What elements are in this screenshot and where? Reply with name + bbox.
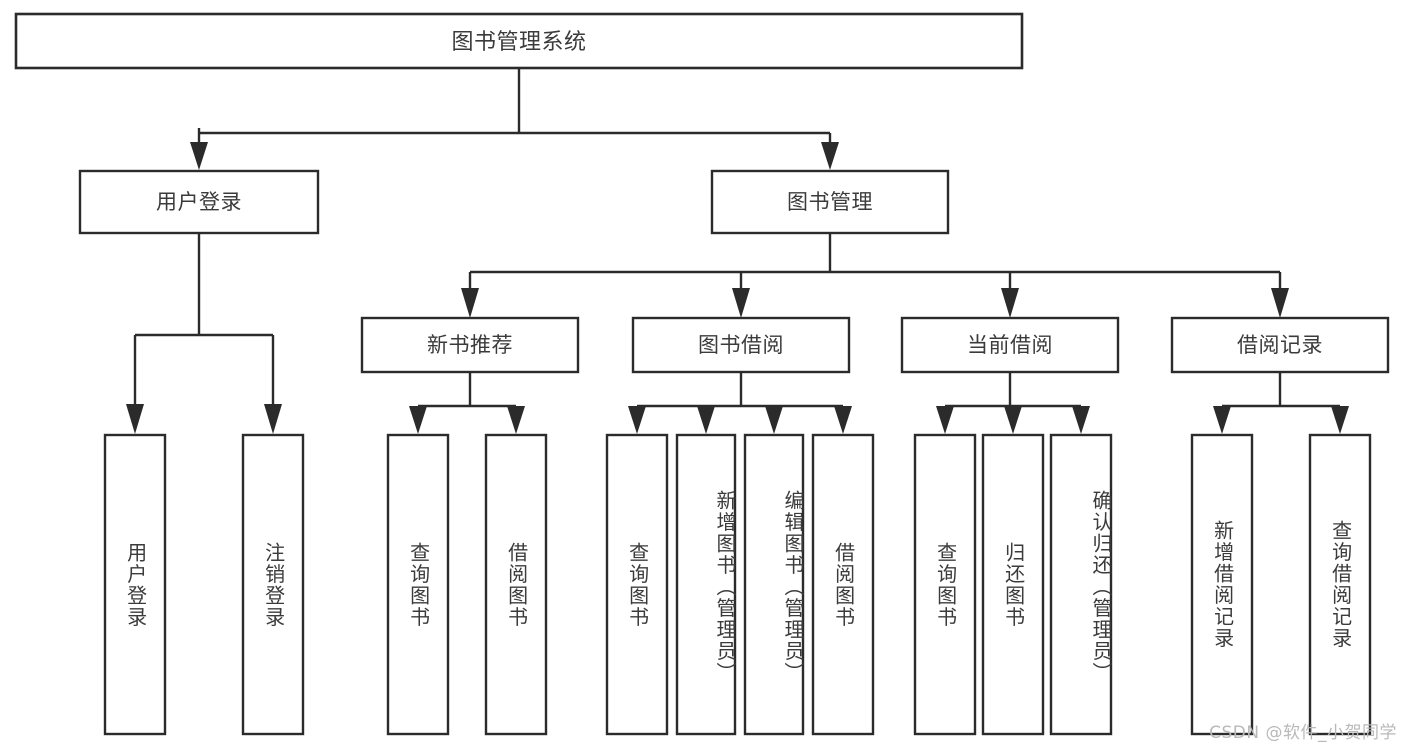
connector-layer [126,68,1349,434]
arrowhead-leaf-query-book-3 [936,406,954,434]
leaf-box-query-book-1[interactable] [386,433,450,736]
leaf-box-query-book-3[interactable] [913,433,977,736]
node-new-book-recommend-box[interactable] [360,316,580,374]
leaf-box-logout[interactable] [241,433,305,736]
arrowhead-leaf-borrow-book-2 [834,406,852,434]
arrowhead-leaf-return-book [1004,406,1022,434]
node-root-box[interactable] [14,12,1024,70]
arrowhead-book-borrow [732,288,750,318]
node-book-management-box[interactable] [710,169,950,235]
node-book-management[interactable]: 图书管理 [710,169,950,235]
arrowhead-leaf-confirm-return [1072,406,1090,434]
leaf-node-layer [103,433,1372,736]
node-current-borrow-box[interactable] [900,316,1120,374]
node-book-management-label: 图书管理 [787,190,873,214]
node-borrow-record-box[interactable] [1170,316,1390,374]
node-user-login[interactable]: 用户登录 [78,169,320,235]
leaf-box-confirm-return-admin[interactable] [1049,433,1113,736]
node-borrow-record-label: 借阅记录 [1237,333,1323,357]
leaf-box-edit-book-admin[interactable] [743,433,805,736]
arrowhead-current-borrow [1001,288,1019,318]
arrowhead-leaf-logout [264,404,282,434]
leaf-box-query-book-2[interactable] [605,433,669,736]
node-new-book-recommend[interactable]: 新书推荐 [360,316,580,374]
arrowhead-leaf-query-book-2 [628,406,646,434]
leaf-box-return-book[interactable] [981,433,1045,736]
leaf-box-borrow-book-2[interactable] [811,433,875,736]
arrowhead-borrow-record [1271,288,1289,318]
arrowhead-leaf-borrow-book-1 [507,406,525,434]
node-current-borrow[interactable]: 当前借阅 [900,316,1120,374]
node-root-label: 图书管理系统 [451,30,586,55]
arrowhead-leaf-add-record [1213,406,1231,434]
arrowhead-leaf-query-record [1331,406,1349,434]
leaf-box-borrow-book-1[interactable] [484,433,548,736]
node-current-borrow-label: 当前借阅 [967,333,1053,357]
node-user-login-box[interactable] [78,169,320,235]
arrowhead-leaf-edit-book [765,406,783,434]
arrowhead-new-book-rec [461,288,479,318]
leaf-box-user-login[interactable] [103,433,167,736]
arrowhead-leaf-add-book [697,406,715,434]
node-book-borrow[interactable]: 图书借阅 [631,316,851,374]
node-book-borrow-label: 图书借阅 [698,333,784,357]
arrowhead-leaf-user-login [126,404,144,434]
node-user-login-label: 用户登录 [156,190,242,214]
leaf-box-query-borrow-record[interactable] [1308,433,1372,736]
leaf-box-add-borrow-record[interactable] [1190,433,1254,736]
arrowhead-leaf-query-book-1 [409,406,427,434]
arrowhead-book-mgmt [821,142,839,170]
node-root[interactable]: 图书管理系统 [14,12,1024,70]
node-borrow-record[interactable]: 借阅记录 [1170,316,1390,374]
leaf-box-add-book-admin[interactable] [675,433,737,736]
arrowhead-user-login [190,142,208,170]
node-new-book-recommend-label: 新书推荐 [427,333,513,357]
node-book-borrow-box[interactable] [631,316,851,374]
